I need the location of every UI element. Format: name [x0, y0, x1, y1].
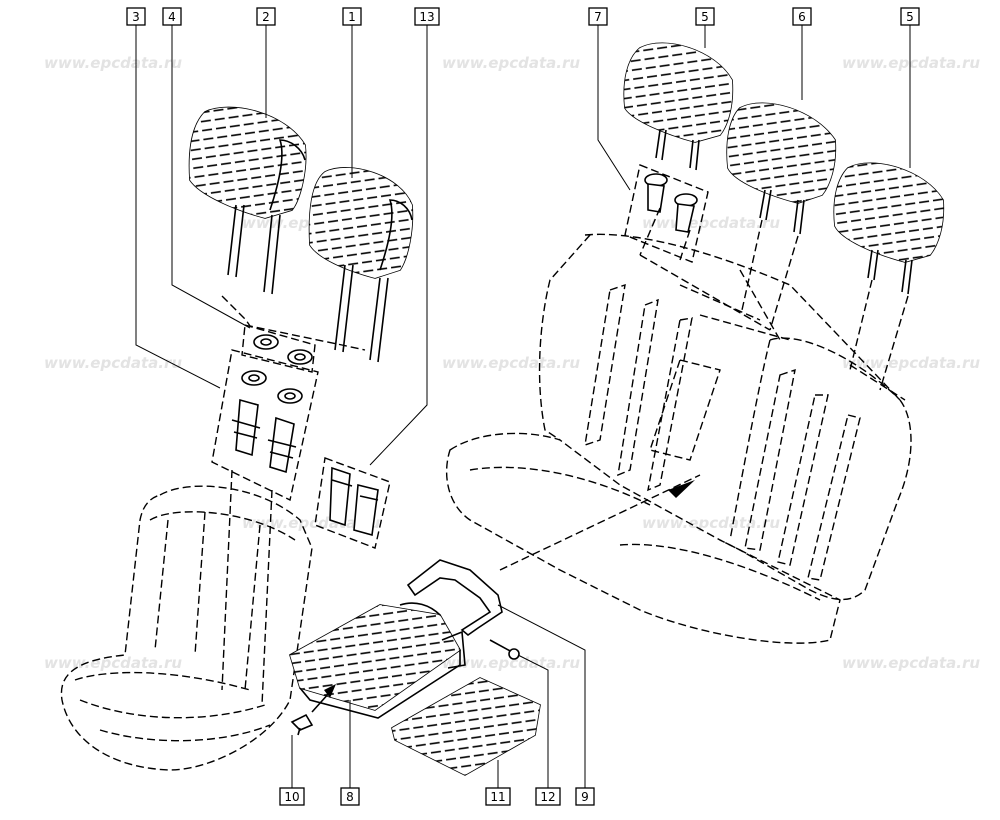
guide-line — [221, 469, 273, 706]
svg-text:3: 3 — [132, 10, 140, 24]
headrest-guide-parts — [231, 398, 297, 474]
svg-text:6: 6 — [798, 10, 806, 24]
screw-12 — [489, 639, 520, 660]
watermark: www.epcdata.ru — [642, 514, 780, 532]
svg-text:12: 12 — [540, 790, 555, 804]
callout-5-right: 5 — [900, 7, 920, 26]
front-seat-outline — [60, 485, 313, 771]
watermark: www.epcdata.ru — [842, 654, 980, 672]
watermark: www.epcdata.ru — [44, 354, 182, 372]
guide-line — [741, 219, 909, 391]
svg-text:9: 9 — [581, 790, 589, 804]
guide-parts-7 — [644, 173, 698, 233]
watermark: www.epcdata.ru — [842, 354, 980, 372]
callout-11: 11 — [485, 787, 511, 806]
svg-text:13: 13 — [419, 10, 434, 24]
watermark-layer: www.epcdata.ru www.epcdata.ru www.epcdat… — [44, 54, 980, 672]
callout-12: 12 — [535, 787, 561, 806]
callout-9: 9 — [575, 787, 595, 806]
svg-text:1: 1 — [348, 10, 356, 24]
headrest-6 — [726, 102, 837, 235]
arrow-head — [668, 480, 695, 498]
armrest-cushion-8 — [289, 602, 466, 719]
bracket-9 — [406, 559, 503, 637]
guide-box-4 — [241, 324, 316, 373]
callout-1: 1 — [342, 7, 362, 26]
svg-text:8: 8 — [346, 790, 354, 804]
watermark: www.epcdata.ru — [442, 354, 580, 372]
headrest-1 — [308, 167, 414, 363]
guide-line — [639, 207, 691, 261]
watermark: www.epcdata.ru — [442, 54, 580, 72]
watermark: www.epcdata.ru — [44, 54, 182, 72]
svg-text:4: 4 — [168, 10, 176, 24]
svg-text:2: 2 — [262, 10, 270, 24]
callout-7: 7 — [588, 7, 608, 26]
headrest-5-right — [833, 162, 945, 295]
callout-3: 3 — [126, 7, 146, 26]
callout-13: 13 — [414, 7, 440, 26]
svg-text:5: 5 — [906, 10, 914, 24]
callout-10: 10 — [279, 787, 305, 806]
guide-box-3 — [211, 349, 319, 502]
cover-panel-11 — [391, 677, 541, 776]
svg-text:7: 7 — [594, 10, 602, 24]
callout-8: 8 — [340, 787, 360, 806]
watermark: www.epcdata.ru — [44, 654, 182, 672]
guide-box-13 — [314, 457, 391, 549]
callout-2: 2 — [256, 7, 276, 26]
callout-6: 6 — [792, 7, 812, 26]
guide-ring-parts — [241, 334, 313, 404]
arrow-head — [324, 684, 336, 698]
rear-bench-outline — [445, 233, 912, 644]
guide-pair-13 — [329, 466, 379, 537]
svg-text:5: 5 — [701, 10, 709, 24]
callout-4: 4 — [162, 7, 182, 26]
svg-text:10: 10 — [284, 790, 299, 804]
watermark: www.epcdata.ru — [442, 654, 580, 672]
callout-5-left: 5 — [695, 7, 715, 26]
clip-10 — [290, 713, 314, 736]
guide-box-7 — [624, 164, 709, 263]
svg-text:11: 11 — [490, 790, 505, 804]
headrest-2 — [188, 106, 307, 295]
leader-lines — [135, 25, 911, 788]
arrow-10 — [311, 691, 331, 713]
watermark: www.epcdata.ru — [842, 54, 980, 72]
headrest-5-left — [623, 42, 734, 171]
